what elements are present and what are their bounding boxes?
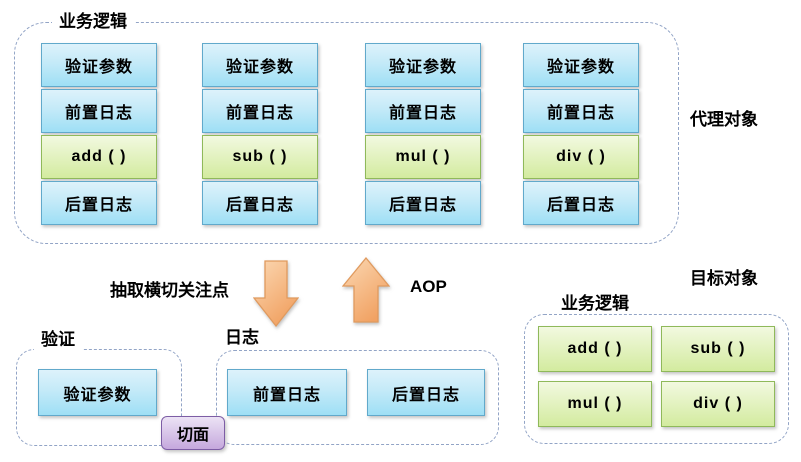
extract-crosscut-label: 抽取横切关注点 [110, 281, 229, 300]
target-method-div-box: div ( ) [661, 381, 775, 427]
post-log-box: 后置日志 [523, 181, 639, 225]
validate-params-box: 验证参数 [523, 43, 639, 87]
method-sub-box: sub ( ) [202, 135, 318, 179]
aspect-badge: 切面 [161, 416, 225, 450]
pre-log-box: 前置日志 [365, 89, 481, 133]
validate-params-box: 验证参数 [41, 43, 157, 87]
proxy-object-label: 代理对象 [690, 110, 758, 129]
method-mul-box: mul ( ) [365, 135, 481, 179]
proxy-column-mul: 验证参数 前置日志 mul ( ) 后置日志 [365, 43, 481, 225]
proxy-column-add: 验证参数 前置日志 add ( ) 后置日志 [41, 43, 157, 225]
post-log-box: 后置日志 [41, 181, 157, 225]
pre-log-aspect-box: 前置日志 [227, 369, 347, 416]
method-div-box: div ( ) [523, 135, 639, 179]
validation-aspect-container [16, 349, 182, 446]
target-business-logic-label: 业务逻辑 [554, 294, 636, 314]
target-object-label: 目标对象 [690, 269, 758, 288]
target-method-add-box: add ( ) [538, 326, 652, 372]
proxy-business-logic-label: 业务逻辑 [52, 12, 134, 32]
logging-label: 日志 [218, 328, 266, 348]
validate-params-aspect-box: 验证参数 [38, 369, 157, 416]
down-arrow-icon [253, 260, 299, 328]
pre-log-box: 前置日志 [41, 89, 157, 133]
pre-log-box: 前置日志 [202, 89, 318, 133]
post-log-aspect-box: 后置日志 [367, 369, 485, 416]
method-add-box: add ( ) [41, 135, 157, 179]
post-log-box: 后置日志 [365, 181, 481, 225]
pre-log-box: 前置日志 [523, 89, 639, 133]
validation-label: 验证 [34, 330, 82, 350]
target-method-sub-box: sub ( ) [661, 326, 775, 372]
post-log-box: 后置日志 [202, 181, 318, 225]
proxy-object-container [14, 22, 679, 244]
target-method-mul-box: mul ( ) [538, 381, 652, 427]
logging-aspect-container [216, 350, 499, 445]
proxy-column-sub: 验证参数 前置日志 sub ( ) 后置日志 [202, 43, 318, 225]
target-object-container [524, 314, 789, 444]
validate-params-box: 验证参数 [202, 43, 318, 87]
aop-label: AOP [410, 277, 447, 296]
proxy-column-div: 验证参数 前置日志 div ( ) 后置日志 [523, 43, 639, 225]
up-arrow-icon [342, 257, 390, 323]
validate-params-box: 验证参数 [365, 43, 481, 87]
